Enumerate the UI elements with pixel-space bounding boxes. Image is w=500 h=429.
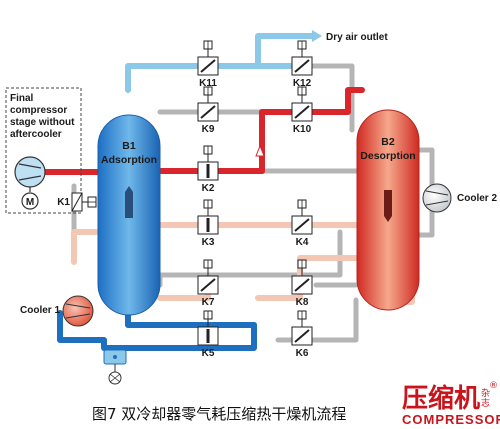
vessel-b2: B2 Desorption (356, 109, 420, 311)
valve-k7[interactable]: K7 (197, 259, 219, 308)
dry-air-outlet-label: Dry air outlet (326, 32, 388, 43)
motor-icon (21, 192, 39, 210)
b2-name: B2 (381, 136, 395, 148)
hot-flow-arrow-icon (255, 144, 265, 157)
valve-k5[interactable]: K5 (197, 310, 219, 359)
valve-k2[interactable]: K2 (197, 145, 219, 194)
b1-indicator (125, 192, 133, 218)
cooler-2-icon (422, 183, 452, 213)
valve-k2-label: K2 (202, 183, 215, 194)
valve-k1-label: K1 (57, 197, 70, 208)
valve-k5-label: K5 (202, 348, 215, 359)
publisher-watermark: 压缩机 杂 志 COMPRESSOR ® (402, 381, 500, 427)
figure-caption: 图7 双冷却器零气耗压缩热干燥机流程 (92, 405, 346, 423)
watermark-side-bottom: 志 (481, 397, 490, 409)
b2-indicator (384, 190, 392, 216)
b2-mode: Desorption (360, 150, 415, 162)
pipe-grey-k5-k6 (275, 297, 359, 343)
compressor-label-line-4: aftercooler (10, 129, 62, 140)
valve-k3-label: K3 (202, 237, 215, 248)
cooler-1: Cooler 1 (20, 295, 94, 327)
compressor-dashed-box (5, 87, 82, 214)
valve-k6[interactable]: K6 (291, 310, 313, 359)
compressor-label-line-3: stage without (10, 117, 75, 128)
pipe-cold-b1-bottom (125, 309, 257, 328)
compressor-group: Final compressor stage without aftercool… (5, 87, 82, 214)
pipe-hot-k10-b2 (259, 87, 365, 174)
cooler-2: Cooler 2 (422, 183, 497, 213)
pipe-salmon-cooler1 (71, 229, 99, 265)
drain-trap (103, 349, 127, 385)
compressor-icon (14, 156, 46, 188)
cooler-1-icon (62, 295, 94, 327)
b1-mode: Adsorption (101, 154, 157, 166)
valve-k6-label: K6 (296, 348, 309, 359)
valve-k8[interactable]: K8 (291, 259, 313, 308)
valve-k1[interactable]: K1 (57, 192, 97, 212)
motor-label: M (26, 197, 34, 208)
valve-k12[interactable]: K12 (291, 40, 313, 89)
valve-k9-label: K9 (202, 124, 215, 135)
valve-k4-label: K4 (296, 237, 309, 248)
valve-k11-label: K11 (199, 78, 217, 89)
valve-k10-label: K10 (293, 124, 312, 135)
pipe-cold-cooler1 (57, 310, 115, 351)
valve-k10[interactable]: K10 (291, 86, 313, 135)
cooler-2-label: Cooler 2 (457, 193, 497, 204)
b1-name: B1 (122, 140, 136, 152)
cooler-1-label: Cooler 1 (20, 305, 60, 316)
dry-air-arrow-icon (312, 30, 322, 42)
compressor-label-line-1: Final (10, 93, 34, 104)
pipe-grey-k12-loop (127, 63, 355, 133)
valve-k3[interactable]: K3 (197, 199, 219, 248)
valve-k4[interactable]: K4 (291, 199, 313, 248)
valve-k8-label: K8 (296, 297, 309, 308)
vessel-b1: B1 Adsorption (97, 114, 161, 316)
watermark-cn: 压缩机 (402, 383, 480, 414)
compressor-label-line-2: compressor (10, 105, 67, 116)
watermark-mark: ® (489, 381, 498, 391)
valve-k12-label: K12 (293, 78, 312, 89)
watermark-en: COMPRESSOR (402, 412, 500, 427)
watermark-side-top: 杂 (481, 388, 490, 399)
valve-k11[interactable]: K11 (197, 40, 219, 89)
valve-k9[interactable]: K9 (197, 86, 219, 135)
valve-k7-label: K7 (202, 297, 215, 308)
pipe-cold-bottom (109, 322, 257, 351)
